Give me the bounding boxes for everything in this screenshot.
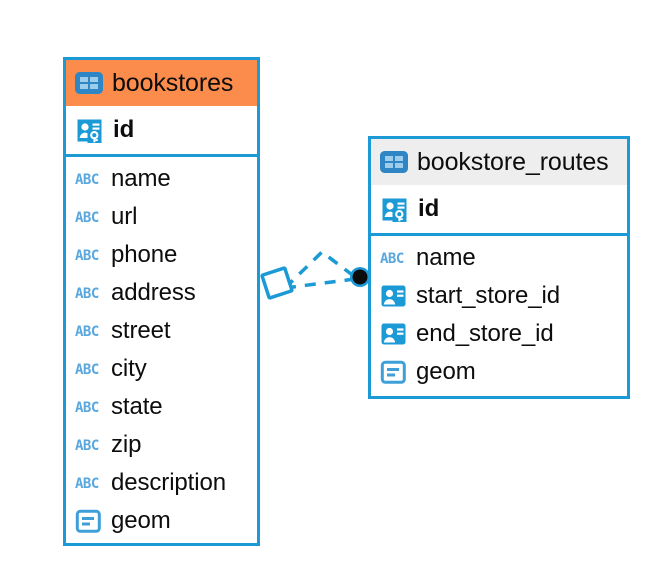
svg-text:ABC: ABC [75, 438, 99, 453]
svg-text:ABC: ABC [75, 286, 99, 301]
field-label-phone: phone [111, 241, 178, 268]
svg-text:ABC: ABC [75, 400, 99, 415]
field-row-start-store-id[interactable]: start_store_id [371, 277, 627, 315]
primary-key-icon [75, 116, 104, 145]
field-row-city[interactable]: ABC city [66, 350, 257, 388]
primary-key-section-bookstores: id [66, 106, 257, 157]
field-row-zip[interactable]: ABC zip [66, 426, 257, 464]
field-label-zip: zip [111, 431, 142, 458]
field-label-start-store-id: start_store_id [416, 282, 561, 309]
field-label-street: street [111, 317, 171, 344]
field-row-name[interactable]: ABC name [371, 239, 627, 277]
table-title-bookstores: bookstores [112, 68, 234, 97]
svg-text:ABC: ABC [75, 172, 99, 187]
relationship-line-start-store-id[interactable] [283, 249, 357, 290]
field-label-city: city [111, 355, 147, 382]
svg-text:ABC: ABC [75, 362, 99, 377]
text-abc-icon: ABC [75, 437, 102, 453]
field-label-address: address [111, 279, 196, 306]
text-abc-icon: ABC [75, 323, 102, 339]
field-row-url[interactable]: ABC url [66, 198, 257, 236]
svg-text:ABC: ABC [380, 251, 404, 266]
field-row-geom[interactable]: geom [66, 502, 257, 540]
text-abc-icon: ABC [75, 475, 102, 491]
field-row-description[interactable]: ABC description [66, 464, 257, 502]
text-abc-icon: ABC [75, 209, 102, 225]
field-label-state: state [111, 393, 163, 420]
field-row-end-store-id[interactable]: end_store_id [371, 315, 627, 353]
field-label-url: url [111, 203, 138, 230]
field-row-primary-key[interactable]: id [66, 106, 257, 154]
field-label-name: name [416, 244, 476, 271]
foreign-key-icon [380, 284, 407, 308]
field-label-id: id [418, 195, 440, 222]
geometry-icon [380, 360, 407, 385]
field-list-bookstore-routes: ABC name start_store_id [371, 236, 627, 395]
field-label-id: id [113, 116, 135, 143]
table-title-bookstore-routes: bookstore_routes [417, 147, 609, 176]
table-icon [380, 150, 408, 174]
text-abc-icon: ABC [75, 247, 102, 263]
field-label-description: description [111, 469, 226, 496]
text-abc-icon: ABC [75, 361, 102, 377]
table-header-bookstore-routes[interactable]: bookstore_routes [371, 139, 627, 185]
text-abc-icon: ABC [75, 399, 102, 415]
text-abc-icon: ABC [75, 285, 102, 301]
field-row-primary-key[interactable]: id [371, 185, 627, 233]
svg-text:ABC: ABC [75, 210, 99, 225]
field-label-geom: geom [416, 358, 476, 385]
table-node-bookstores[interactable]: bookstores id [63, 57, 260, 546]
table-icon [75, 71, 103, 95]
table-node-bookstore-routes[interactable]: bookstore_routes [368, 136, 630, 399]
field-list-bookstores: ABC name ABC url ABC p [66, 157, 257, 544]
diamond-marker [260, 266, 294, 300]
table-header-bookstores[interactable]: bookstores [66, 60, 257, 106]
field-row-phone[interactable]: ABC phone [66, 236, 257, 274]
field-row-state[interactable]: ABC state [66, 388, 257, 426]
relationship-line-end-store-id[interactable] [284, 277, 356, 290]
field-row-street[interactable]: ABC street [66, 312, 257, 350]
svg-text:ABC: ABC [75, 324, 99, 339]
text-abc-icon: ABC [75, 171, 102, 187]
primary-key-icon [380, 195, 409, 224]
foreign-key-icon [380, 322, 407, 346]
primary-key-section-bookstore-routes: id [371, 185, 627, 236]
field-label-geom: geom [111, 507, 171, 534]
filled-dot-marker [350, 267, 370, 287]
svg-text:ABC: ABC [75, 476, 99, 491]
field-row-address[interactable]: ABC address [66, 274, 257, 312]
svg-text:ABC: ABC [75, 248, 99, 263]
field-label-end-store-id: end_store_id [416, 320, 554, 347]
field-label-name: name [111, 165, 171, 192]
text-abc-icon: ABC [380, 250, 407, 266]
geometry-icon [75, 509, 102, 534]
field-row-geom[interactable]: geom [371, 353, 627, 391]
field-row-name[interactable]: ABC name [66, 160, 257, 198]
